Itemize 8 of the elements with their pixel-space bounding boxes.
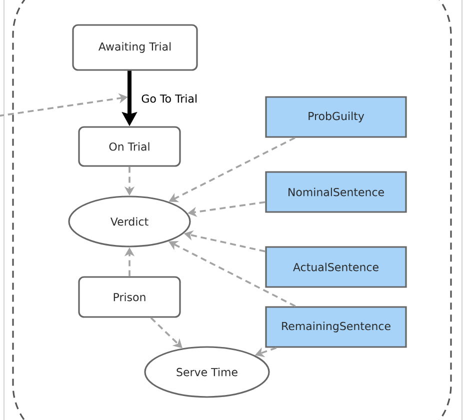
state-box: Prison bbox=[78, 276, 181, 318]
state-box: On Trial bbox=[78, 126, 181, 167]
state-box: Awaiting Trial bbox=[72, 24, 198, 71]
variable-box: NominalSentence bbox=[265, 171, 407, 213]
edge-label: Go To Trial bbox=[140, 92, 199, 104]
variable-box: ActualSentence bbox=[265, 246, 407, 288]
variable-box: ProbGuilty bbox=[265, 96, 407, 138]
variable-box: RemainingSentence bbox=[265, 306, 407, 348]
